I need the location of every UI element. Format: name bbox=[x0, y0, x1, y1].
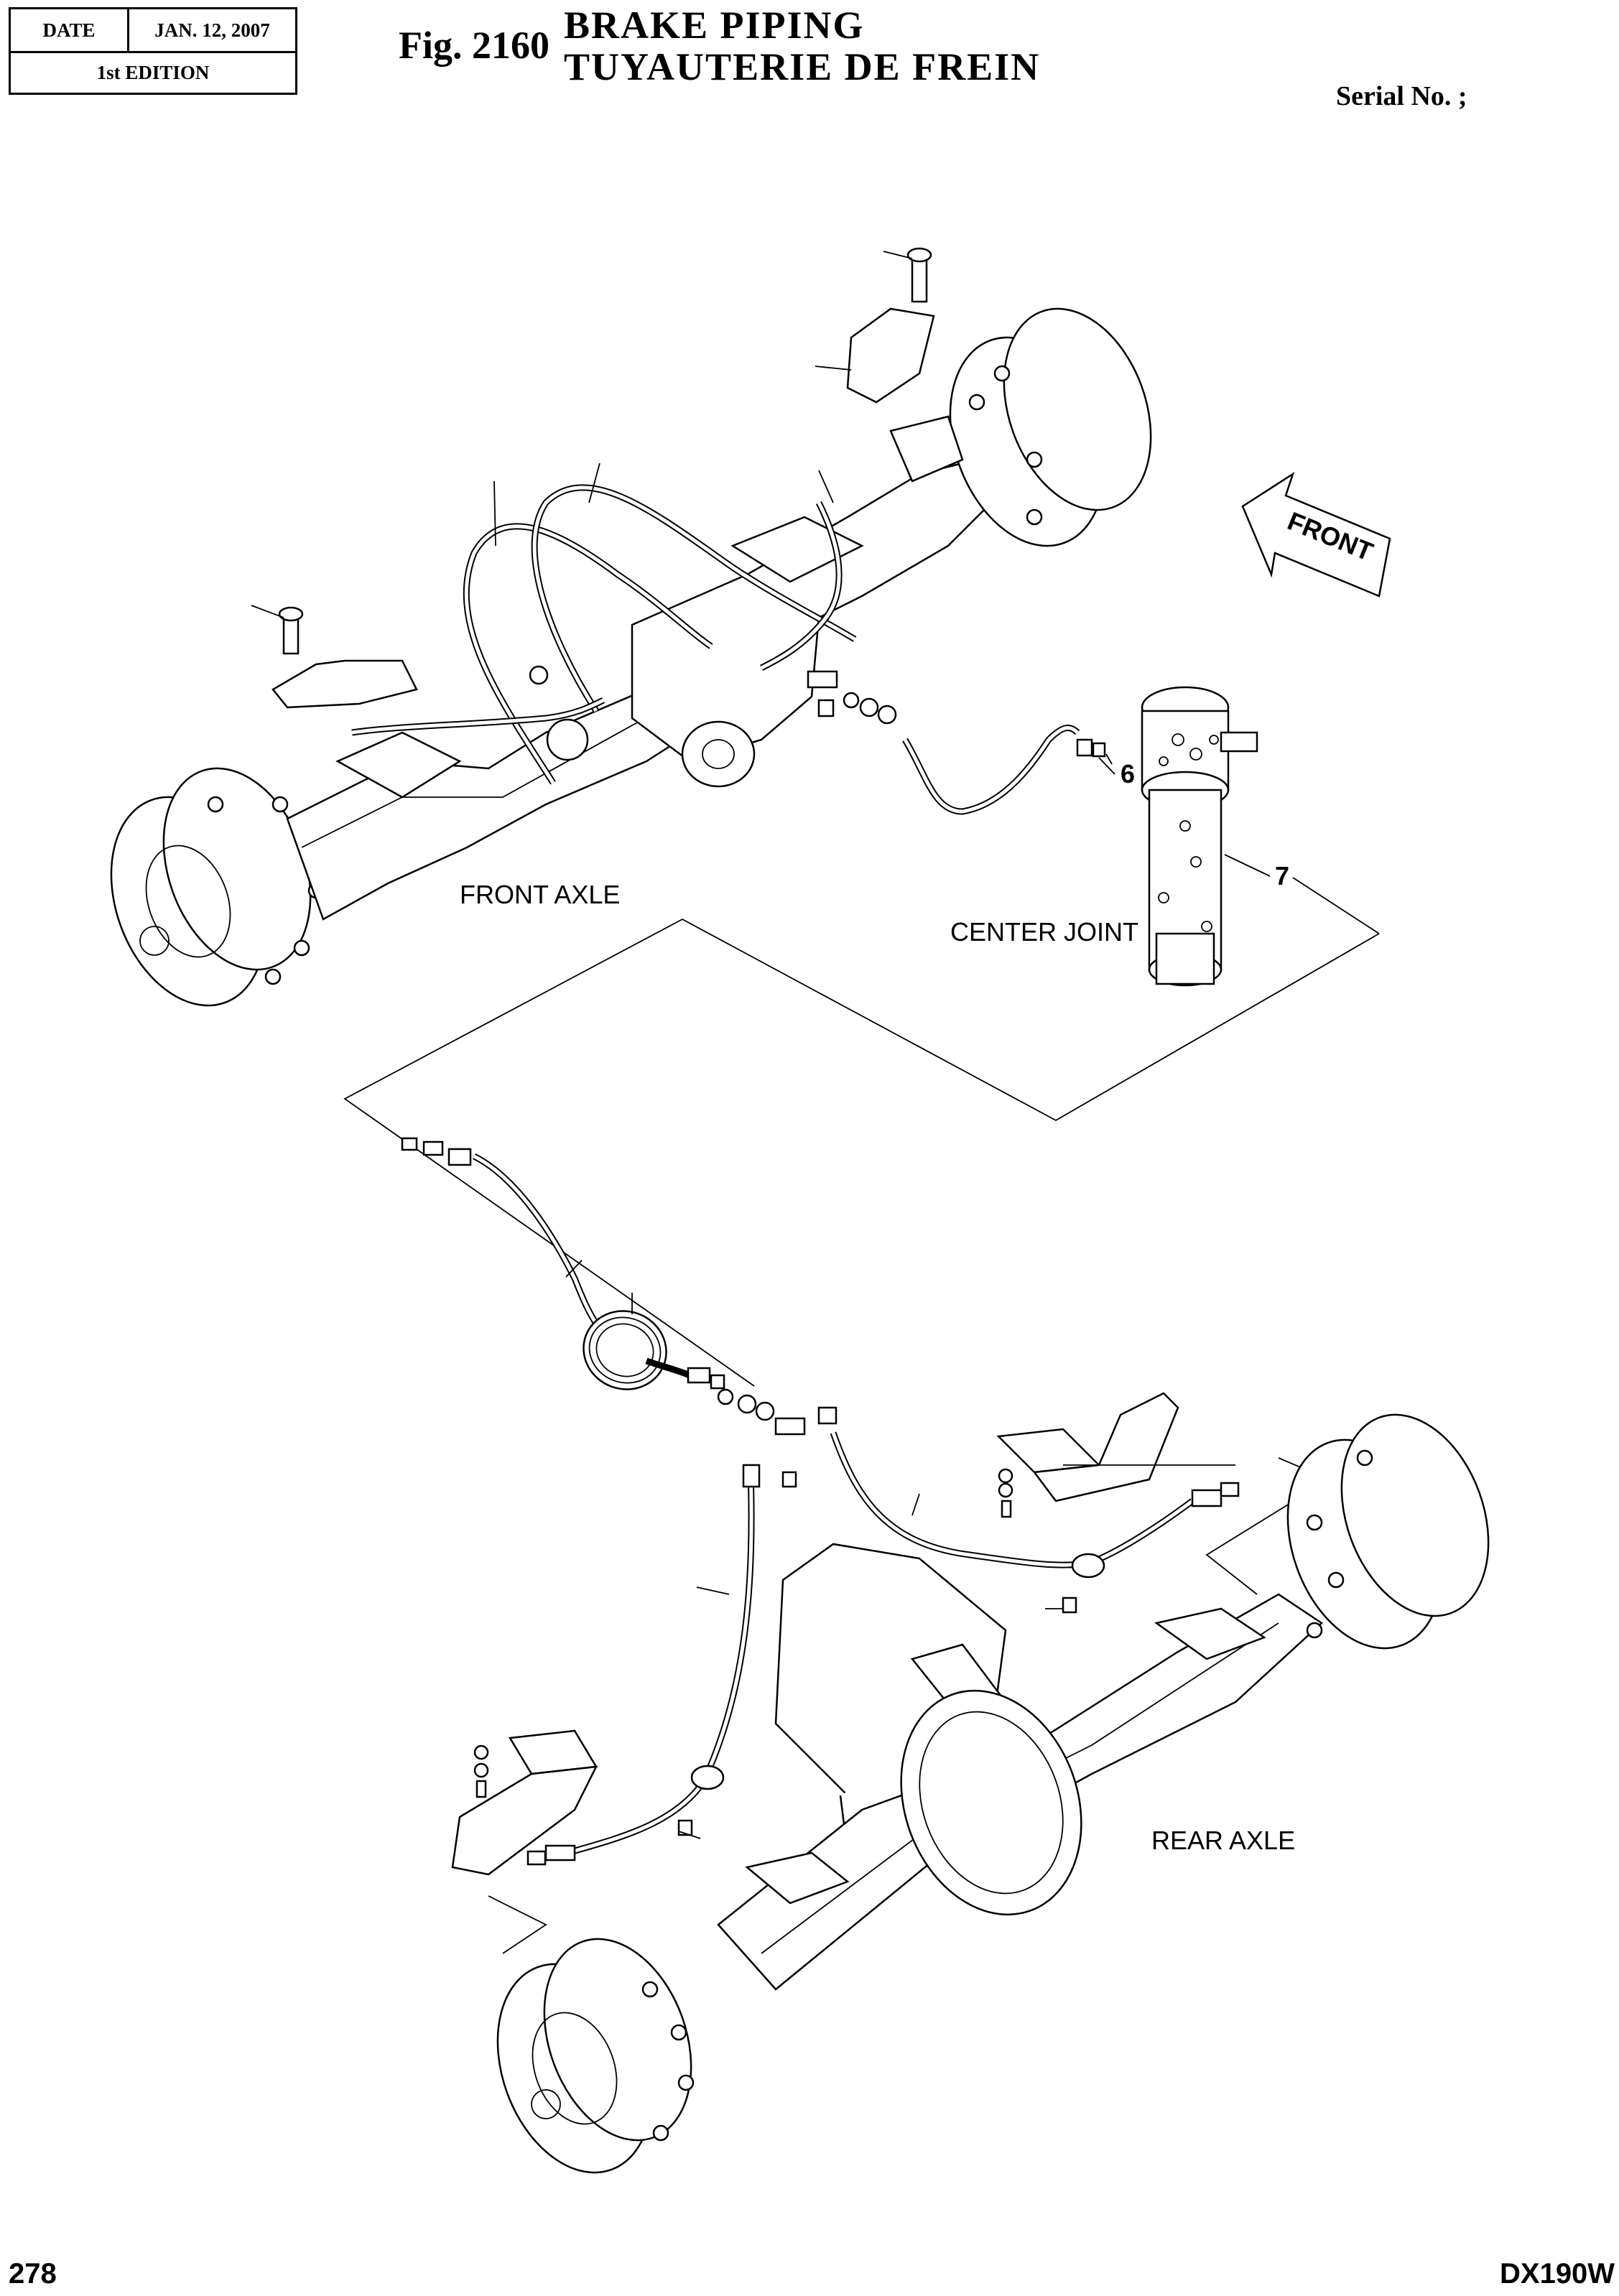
serial-number-label: Serial No. ; bbox=[1336, 81, 1467, 111]
callout-6: 6 bbox=[1121, 759, 1135, 789]
page-number: 278 bbox=[9, 2258, 57, 2290]
figure-title-english: BRAKE PIPING bbox=[564, 4, 865, 47]
center-joint-connection-outline bbox=[343, 918, 1380, 1387]
date-value: JAN. 12, 2007 bbox=[129, 9, 295, 53]
rear-axle-label: REAR AXLE bbox=[1151, 1826, 1295, 1855]
center-to-rear-hose bbox=[401, 1137, 838, 1488]
callout-7: 7 bbox=[1275, 861, 1289, 891]
date-label: DATE bbox=[11, 9, 129, 53]
rear-right-bracket bbox=[996, 1428, 1101, 1474]
figure-number: Fig. 2160 bbox=[399, 24, 549, 67]
center-joint-label: CENTER JOINT bbox=[950, 917, 1138, 947]
front-direction-arrow: FRONT bbox=[1241, 472, 1391, 598]
rear-left-brake-hose bbox=[566, 1472, 755, 1856]
rear-axle-drawing bbox=[496, 1413, 1490, 2174]
front-axle-label: FRONT AXLE bbox=[460, 880, 620, 909]
model-number: DX190W bbox=[1500, 2258, 1615, 2290]
figure-title-french: TUYAUTERIE DE FREIN bbox=[564, 45, 1041, 88]
edition-label: 1st EDITION bbox=[96, 62, 210, 83]
front-axle-drawing bbox=[110, 247, 1152, 1007]
edition-header-box: DATE JAN. 12, 2007 1st EDITION bbox=[9, 7, 297, 95]
center-joint-drawing bbox=[1105, 686, 1258, 987]
